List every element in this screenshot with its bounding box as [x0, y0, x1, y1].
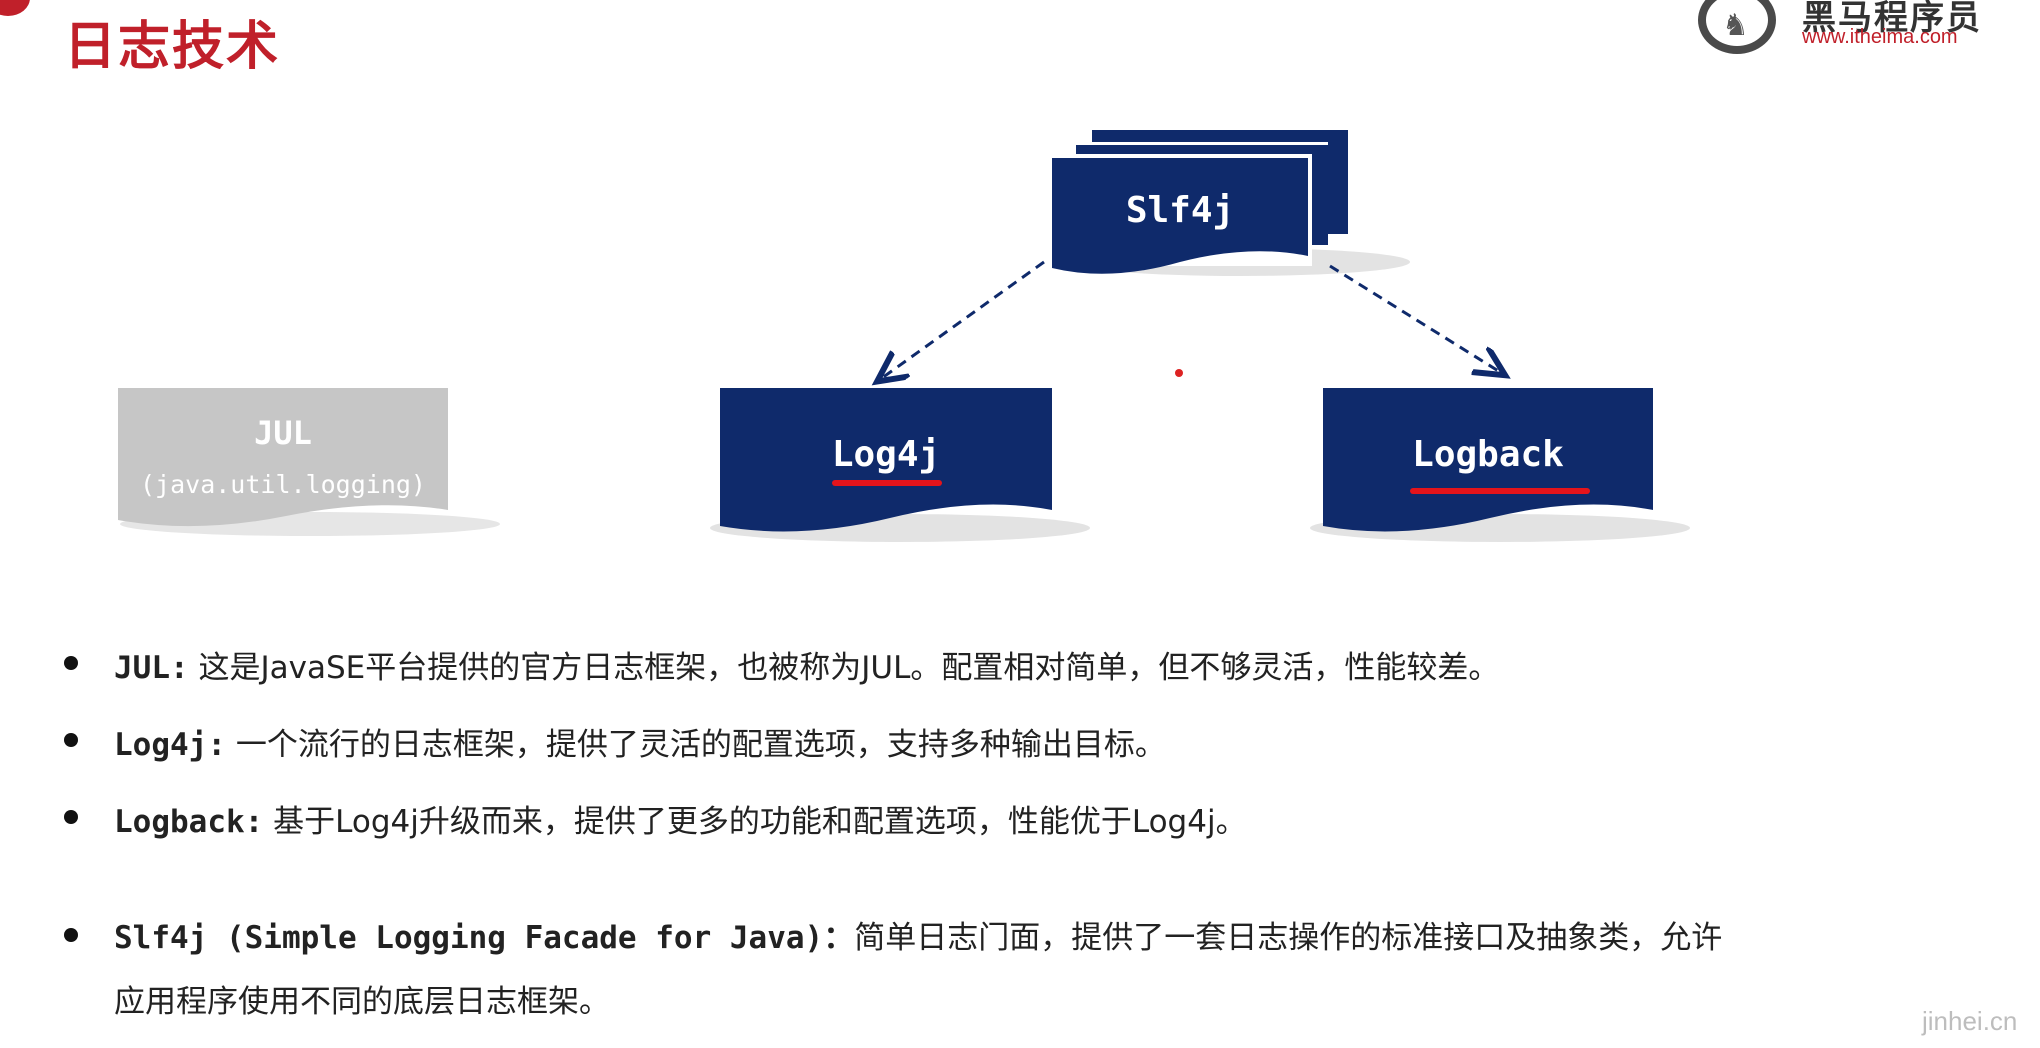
bullet-slf4j: Slf4j (Simple Logging Facade for Java)：简… — [114, 912, 1722, 957]
logo-url: www.itheima.com — [1802, 26, 1958, 48]
bullet-text: 一个流行的日志框架，提供了灵活的配置选项，支持多种输出目标。 — [225, 727, 1166, 763]
bullet-slf4j-continued: 应用程序使用不同的底层日志框架。 — [114, 984, 610, 1020]
bullet-dot — [64, 656, 78, 670]
logback-label: Logback — [1412, 434, 1564, 475]
logback-shadow — [1310, 514, 1690, 542]
jul-box: JUL (java.util.logging) — [118, 388, 448, 508]
log4j-box: Log4j — [720, 388, 1052, 508]
slf4j-box: Slf4j — [1052, 158, 1308, 256]
title-marker-dot — [0, 0, 30, 16]
logo-brand-name: 黑马程序员 — [1802, 0, 1982, 38]
logback-box: Logback — [1323, 388, 1653, 508]
jul-shadow — [120, 512, 500, 536]
site-watermark: jinhei.cn — [1922, 1006, 2018, 1036]
bullet-dot — [64, 810, 78, 824]
bullet-term: Slf4j (Simple Logging Facade for Java)： — [114, 920, 855, 956]
itheima-logo: ♞ 黑马程序员 www.itheima.com — [1698, 0, 2018, 60]
log4j-shadow — [710, 514, 1090, 542]
slf4j-label: Slf4j — [1125, 190, 1235, 231]
jul-sublabel: (java.util.logging) — [140, 470, 426, 499]
bullet-dot — [64, 733, 78, 747]
arrow-slf4j-to-log4j — [882, 260, 1045, 378]
bullet-term: Logback: — [114, 804, 264, 840]
logback-red-underline — [1410, 488, 1590, 494]
log4j-red-underline — [832, 480, 942, 486]
bullet-text: 简单日志门面，提供了一套日志操作的标准接口及抽象类，允许 — [854, 920, 1723, 956]
log4j-label: Log4j — [831, 434, 941, 475]
bullet-term: JUL: — [114, 650, 189, 686]
jul-label: JUL — [254, 414, 312, 452]
bullet-term: Log4j: — [114, 727, 226, 763]
bullet-text: 这是JavaSE平台提供的官方日志框架，也被称为JUL。配置相对简单，但不够灵活… — [188, 650, 1500, 686]
bullet-jul: JUL: 这是JavaSE平台提供的官方日志框架，也被称为JUL。配置相对简单，… — [114, 642, 1499, 687]
bullet-log4j: Log4j: 一个流行的日志框架，提供了灵活的配置选项，支持多种输出目标。 — [114, 719, 1166, 764]
pointer-dot — [1175, 369, 1183, 377]
arrow-slf4j-to-logback — [1329, 264, 1500, 372]
horse-logo-icon: ♞ — [1698, 0, 1776, 54]
bullet-text: 基于Log4j升级而来，提供了更多的功能和配置选项，性能优于Log4j。 — [263, 804, 1247, 840]
bullet-dot — [64, 928, 78, 942]
bullet-logback: Logback: 基于Log4j升级而来，提供了更多的功能和配置选项，性能优于L… — [114, 796, 1247, 841]
page-title: 日志技术 — [64, 17, 281, 77]
